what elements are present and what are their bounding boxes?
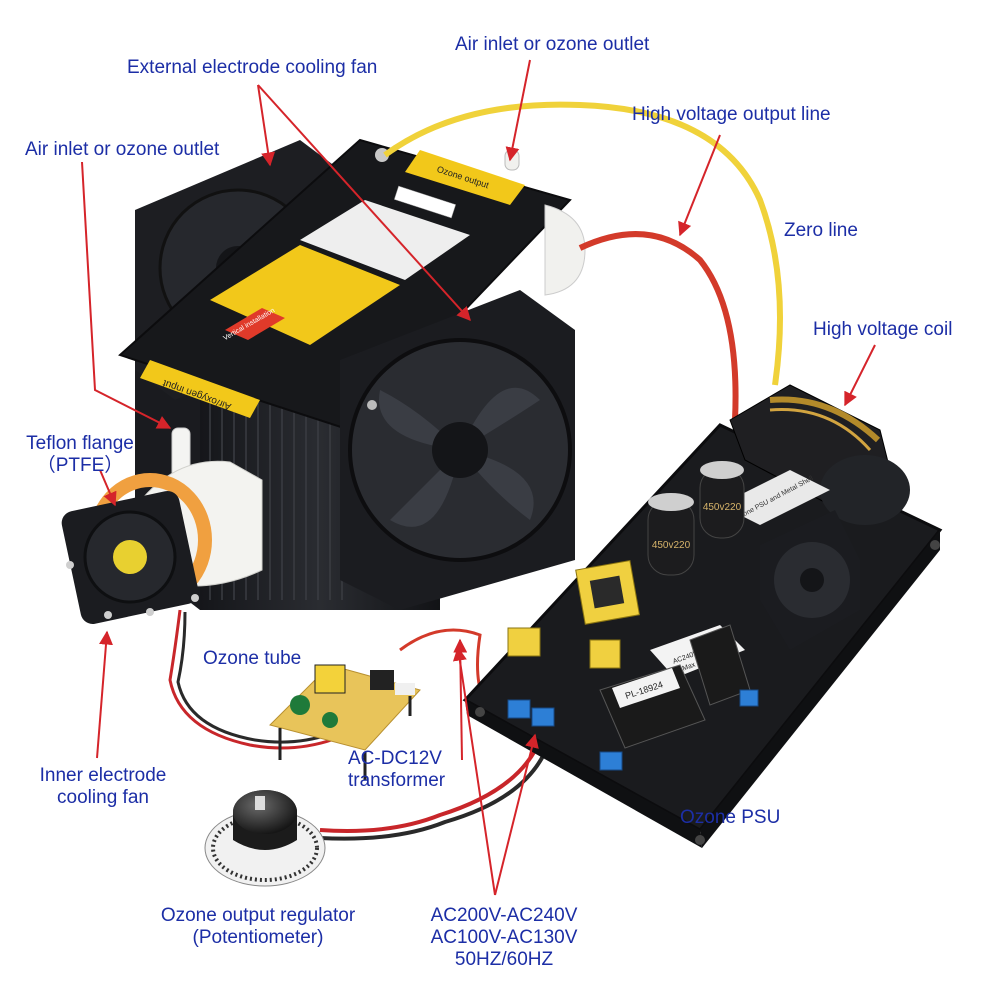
cap-label-1: 450v220 — [652, 540, 691, 551]
ozone-generator-housing: Ozone output Vertical installation Air/o… — [118, 138, 586, 610]
arrow-hv-output — [678, 134, 721, 237]
label-teflon-flange-line1: Teflon flange — [26, 433, 134, 454]
label-teflon-flange-line2: （PTFE） — [36, 455, 124, 476]
potentiometer — [204, 790, 326, 887]
capacitor-icon: 450v220 450v220 — [647, 461, 745, 576]
arrow-teflon-flange — [99, 469, 117, 507]
cap-label-2: 450v220 — [703, 502, 742, 513]
label-zero-line: Zero line — [784, 220, 858, 241]
label-ozone-tube: Ozone tube — [203, 648, 302, 669]
label-inner-fan-line1: Inner electrode — [39, 765, 167, 786]
label-hv-output-line: High voltage output line — [632, 104, 831, 125]
label-ozone-psu: Ozone PSU — [680, 807, 781, 828]
label-voltage-line1: AC200V-AC240V — [430, 905, 578, 926]
arrow-air-inlet-top — [505, 59, 531, 162]
annotation-arrows — [81, 59, 876, 896]
label-regulator-line1: Ozone output regulator — [160, 905, 356, 926]
transformer-icon — [314, 664, 346, 694]
label-voltage-line3: 50HZ/60HZ — [454, 949, 554, 970]
arrow-voltage-input — [452, 646, 496, 896]
arrow-external-fan-back — [257, 84, 276, 167]
label-ac-dc-line1: AC-DC12V — [348, 748, 442, 769]
ozone-psu-board: Ozone PSU and Metal Shell 450v220 450v22… — [462, 384, 943, 848]
label-inner-fan: Inner electrode cooling fan — [28, 765, 178, 809]
label-air-inlet-left: Air inlet or ozone outlet — [25, 139, 220, 160]
hv-output-wire — [578, 231, 739, 421]
ac-dc-board — [269, 664, 421, 780]
label-ac-dc: AC-DC12V transformer — [348, 748, 445, 792]
label-ac-dc-line2: transformer — [348, 770, 446, 791]
label-regulator-line2: (Potentiometer) — [192, 927, 324, 948]
hv-coil-winding — [769, 396, 881, 443]
label-teflon-flange: Teflon flange （PTFE） — [16, 433, 144, 477]
capacitor-icon — [290, 695, 310, 715]
label-regulator: Ozone output regulator (Potentiometer) — [138, 905, 378, 949]
label-inner-fan-line2: cooling fan — [57, 787, 149, 808]
ozone-tube-assembly — [61, 427, 401, 750]
label-external-fan: External electrode cooling fan — [127, 57, 378, 78]
label-air-inlet-top: Air inlet or ozone outlet — [455, 34, 650, 55]
arrow-inner-fan — [96, 630, 113, 759]
label-hv-coil: High voltage coil — [813, 319, 953, 340]
arrow-air-inlet-left — [81, 161, 172, 429]
label-voltage: AC200V-AC240V AC100V-AC130V 50HZ/60HZ — [414, 905, 594, 971]
arrow-external-fan-front — [257, 84, 471, 322]
zero-line-wire — [383, 101, 783, 386]
label-voltage-line2: AC100V-AC130V — [430, 927, 578, 948]
arrow-hv-coil — [844, 344, 876, 407]
arrow-voltage-psu — [494, 733, 539, 896]
